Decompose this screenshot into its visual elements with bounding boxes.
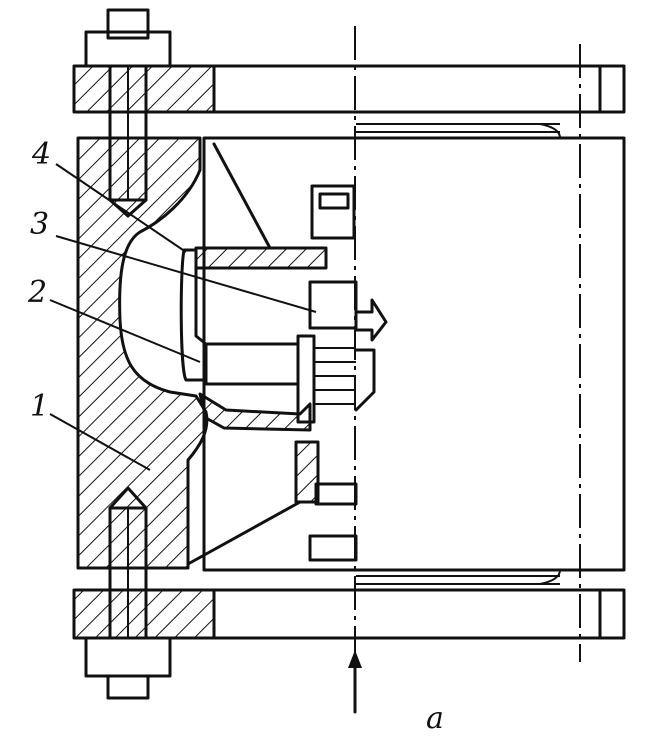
upper-fitting [310, 184, 356, 240]
centerline [354, 26, 581, 706]
upper-clamp-plate [72, 64, 216, 114]
figure-caption: a [426, 701, 444, 736]
lower-right-plate [212, 588, 626, 640]
blank-part-2 [198, 342, 312, 432]
right-main-frame [202, 123, 626, 585]
lower-bolt [84, 486, 172, 700]
punch-stack [296, 298, 388, 424]
label-part-2: 2 [28, 275, 48, 310]
label-part-4: 4 [32, 137, 52, 172]
lower-fitting [186, 440, 358, 566]
leader-lines [49, 163, 317, 471]
label-part-1: 1 [30, 389, 50, 424]
insert-plate-part-4 [194, 142, 328, 270]
upper-bolt [84, 8, 172, 218]
label-part-3: 3 [30, 207, 50, 242]
up-arrow-icon [348, 650, 362, 714]
lower-clamp-plate [72, 588, 216, 640]
upper-right-plate [212, 64, 626, 114]
